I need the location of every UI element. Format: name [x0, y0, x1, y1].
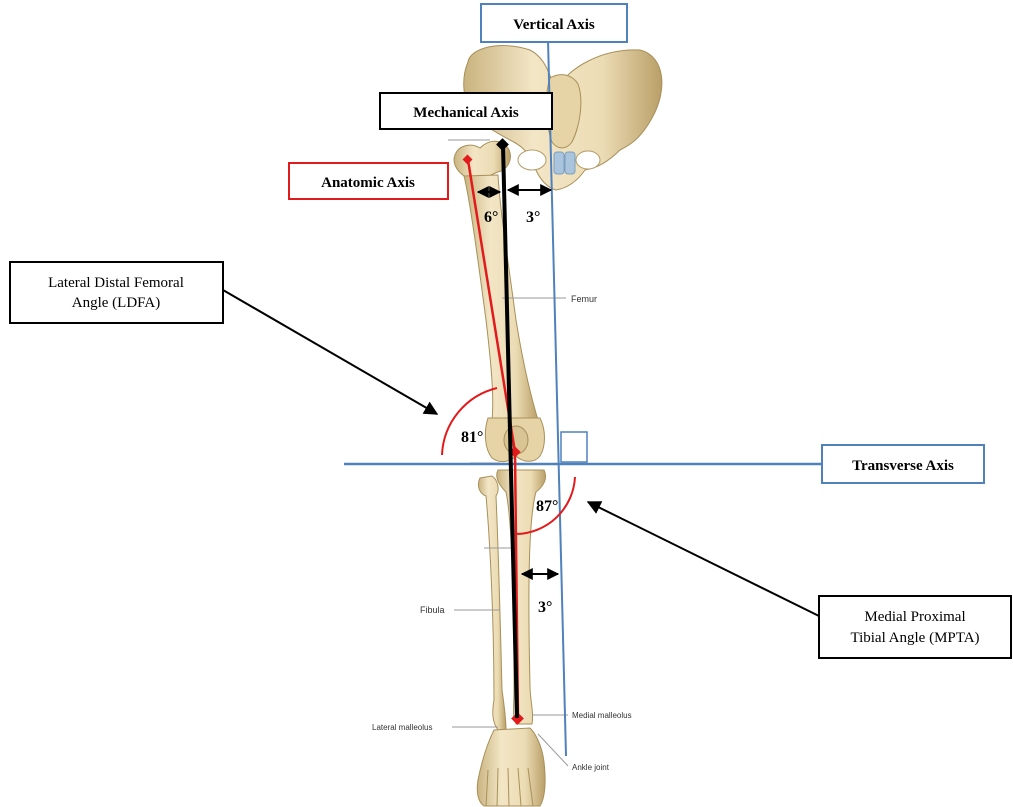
transverse-axis-label: Transverse Axis: [852, 458, 954, 474]
lateral-malleolus-label: Lateral malleolus: [372, 723, 432, 732]
angle-3-degree-femur: 3°: [526, 209, 540, 226]
anatomic-axis-label: Anatomic Axis: [321, 175, 415, 191]
angle-6-degree: 6°: [484, 209, 498, 226]
foot-bones: [477, 728, 545, 806]
obturator-foramen: [576, 151, 600, 169]
angle-ldfa-value: 81°: [461, 429, 483, 446]
ankle-joint-label: Ankle joint: [572, 763, 610, 772]
fibula-bone: [478, 476, 506, 730]
ldfa-label-line1: Lateral Distal Femoral: [48, 275, 184, 291]
obturator-foramen: [518, 150, 546, 170]
ldfa-label-line2: Angle (LDFA): [72, 295, 160, 311]
mpta-label-line2: Tibial Angle (MPTA): [850, 630, 979, 646]
mpta-pointer-arrow: [588, 502, 819, 616]
mpta-box: [819, 596, 1011, 658]
vertical-axis-label: Vertical Axis: [513, 17, 595, 33]
pubic-symphysis: [565, 152, 575, 174]
ldfa-box: [10, 262, 223, 323]
pubic-symphysis: [554, 152, 564, 174]
mpta-label-line1: Medial Proximal: [864, 609, 965, 625]
mechanical-axis-label: Mechanical Axis: [413, 105, 519, 121]
medial-malleolus-label: Medial malleolus: [572, 711, 632, 720]
angle-3-degree-tibia: 3°: [538, 599, 552, 616]
right-angle-marker: [561, 432, 587, 462]
fibula-label: Fibula: [420, 605, 445, 615]
ldfa-pointer-arrow: [223, 290, 437, 414]
femur-label: Femur: [571, 294, 597, 304]
angle-mpta-value: 87°: [536, 498, 558, 515]
